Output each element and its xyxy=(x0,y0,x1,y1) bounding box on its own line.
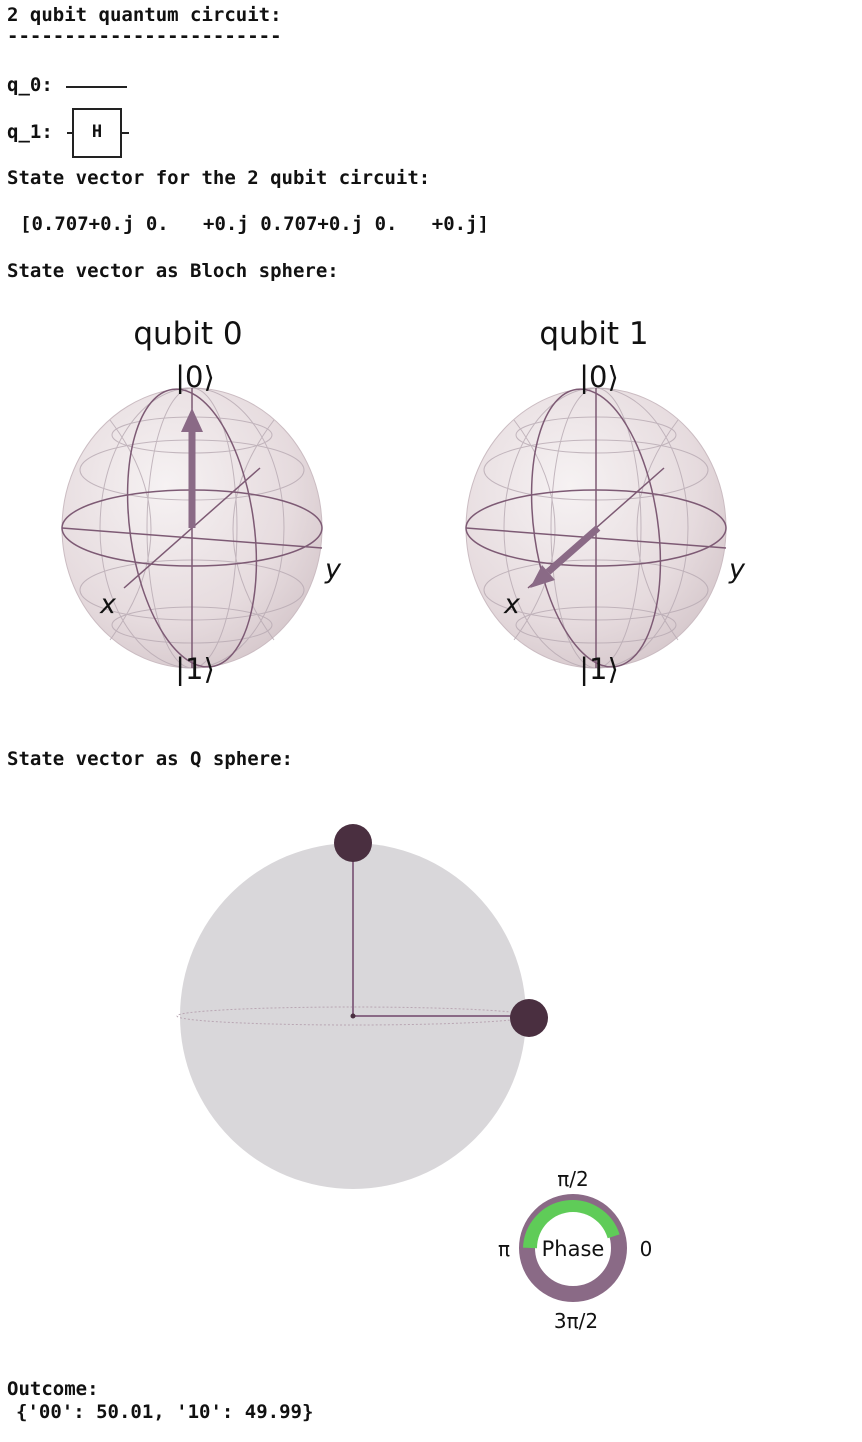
qsphere-center xyxy=(350,1013,356,1019)
phase-wheel-green-arc xyxy=(523,1200,620,1249)
bloch-sphere-qubit-0: qubit 0 |0⟩ |1⟩ x y xyxy=(61,316,342,686)
bloch-label-zero-qubit-1: |0⟩ xyxy=(579,360,619,394)
qubit-0-wire xyxy=(66,86,127,88)
bloch-y-label-qubit-1: y xyxy=(728,554,746,585)
qsphere-state-00 xyxy=(334,824,372,862)
phase-wheel-label-top: π/2 xyxy=(557,1167,589,1191)
phase-wheel-center xyxy=(537,1212,609,1284)
bloch-label-one-qubit-0: |1⟩ xyxy=(175,652,215,686)
qubit-1-wire-left xyxy=(67,132,74,134)
phase-wheel-purple-ring xyxy=(519,1194,627,1302)
qsphere-state-10 xyxy=(510,999,548,1037)
bloch-sphere-qubit-1: qubit 1 |0⟩ |1⟩ x y xyxy=(465,316,746,686)
qubit-1-wire-right xyxy=(120,132,129,134)
qubit-0-label: q_0: xyxy=(7,74,53,96)
hadamard-gate: H xyxy=(72,108,122,158)
state-vector-heading: State vector for the 2 qubit circuit: xyxy=(7,167,431,189)
bloch-heading: State vector as Bloch sphere: xyxy=(7,260,339,282)
bloch-title-qubit-1: qubit 1 xyxy=(539,316,648,352)
circuit-title: 2 qubit quantum circuit: xyxy=(7,4,282,26)
circuit-divider: ------------------------ xyxy=(7,25,282,47)
qsphere xyxy=(176,824,548,1189)
phase-wheel-label-bottom: 3π/2 xyxy=(554,1309,598,1333)
state-vector-values: [0.707+0.j 0. +0.j 0.707+0.j 0. +0.j] xyxy=(20,213,489,235)
phase-wheel-center-label: Phase xyxy=(542,1237,605,1261)
bloch-spheres-figure: qubit 0 |0⟩ |1⟩ x y qubit 1 xyxy=(61,316,746,686)
qsphere-equator xyxy=(176,1006,530,1026)
bloch-title-qubit-0: qubit 0 xyxy=(133,316,242,352)
outcome-values: {'00': 50.01, '10': 49.99} xyxy=(16,1401,314,1423)
bloch-x-label-qubit-0: x xyxy=(99,589,117,620)
bloch-label-one-qubit-1: |1⟩ xyxy=(579,652,619,686)
bloch-y-label-qubit-0: y xyxy=(324,554,342,585)
bloch-x-label-qubit-1: x xyxy=(503,589,521,620)
hadamard-gate-label: H xyxy=(91,122,103,142)
phase-wheel: Phase π/2 π 0 3π/2 xyxy=(498,1167,652,1333)
qubit-1-label: q_1: xyxy=(7,121,53,143)
outcome-heading: Outcome: xyxy=(7,1378,99,1400)
phase-wheel-label-left: π xyxy=(498,1237,510,1261)
phase-wheel-label-right: 0 xyxy=(640,1237,653,1261)
bloch-vector-qubit-1 xyxy=(530,525,601,588)
bloch-label-zero-qubit-0: |0⟩ xyxy=(175,360,215,394)
bloch-vector-qubit-0 xyxy=(181,408,203,528)
qsphere-heading: State vector as Q sphere: xyxy=(7,748,293,770)
